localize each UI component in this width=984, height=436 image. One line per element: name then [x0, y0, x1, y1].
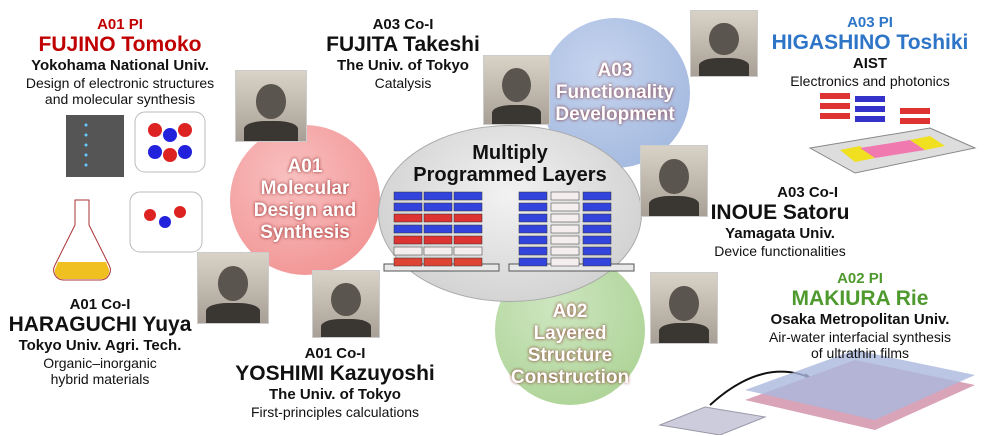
layer-slab — [423, 235, 453, 245]
computer-server-illustration — [66, 111, 206, 177]
makiura-topic: Air-water interfacial synthesis — [768, 328, 952, 345]
layer-slab — [550, 246, 580, 256]
makiura-affiliation: Osaka Metropolitan Univ. — [770, 311, 950, 329]
layer-slab — [582, 246, 612, 256]
fujino-affiliation: Yokohama National Univ. — [31, 57, 209, 75]
fujita-topic: Catalysis — [374, 74, 432, 91]
layer-slab — [582, 202, 612, 212]
layer-slab — [423, 202, 453, 212]
yoshimi-photo — [312, 270, 380, 338]
makiura-role: A02 PI — [837, 270, 883, 287]
a02-label: A02 — [552, 301, 588, 323]
inoue-affiliation: Yamagata Univ. — [725, 225, 835, 243]
layer-slab — [423, 213, 453, 223]
layer-slab — [393, 257, 423, 267]
layer-slab — [582, 213, 612, 223]
layer-slab — [393, 235, 423, 245]
a01-label: A01 — [287, 156, 323, 178]
fujino-name: FUJINO Tomoko — [38, 33, 202, 57]
layer-slab — [393, 202, 423, 212]
layer-slab — [518, 224, 548, 234]
layer-slab — [453, 257, 483, 267]
layer-slab — [582, 257, 612, 267]
layer-slab — [518, 235, 548, 245]
layer-slab — [550, 213, 580, 223]
haraguchi-affiliation: Tokyo Univ. Agri. Tech. — [18, 337, 182, 355]
layer-slab — [550, 191, 580, 201]
fujita-name: FUJITA Takeshi — [326, 33, 480, 57]
layer-slab — [423, 224, 453, 234]
yoshimi-affiliation: The Univ. of Tokyo — [269, 386, 401, 404]
layer-slab — [453, 246, 483, 256]
layer-slab — [550, 257, 580, 267]
inoue-role: A03 Co-I — [777, 184, 838, 201]
haraguchi-photo — [197, 252, 269, 324]
layer-slab — [518, 213, 548, 223]
device-illustration — [808, 93, 977, 174]
layer-slab — [453, 235, 483, 245]
makiura-name: MAKIURA Rie — [791, 287, 929, 311]
layer-stacks-illustration — [383, 191, 635, 272]
haraguchi-role: A01 Co-I — [69, 296, 131, 313]
higashino-topic: Electronics and photonics — [790, 72, 950, 89]
yoshimi-name: YOSHIMI Kazuyoshi — [235, 362, 435, 386]
yoshimi-role: A01 Co-I — [304, 345, 366, 362]
layer-slab — [393, 224, 423, 234]
inoue-topic: Device functionalities — [714, 242, 846, 259]
yoshimi-topic: First-principles calculations — [250, 403, 420, 420]
layer-slab — [423, 191, 453, 201]
layer-slab — [550, 224, 580, 234]
fujita-info: A03 Co-I FUJITA Takeshi The Univ. of Tok… — [300, 16, 506, 91]
orbital-icon — [148, 123, 192, 162]
higashino-info: A03 PI HIGASHINO Toshiki AIST Electronic… — [760, 14, 980, 89]
haraguchi-name: HARAGUCHI Yuya — [8, 313, 192, 337]
layer-slab — [423, 257, 453, 267]
fujino-photo — [235, 70, 307, 142]
haraguchi-info: A01 Co-I HARAGUCHI Yuya Tokyo Univ. Agri… — [0, 296, 200, 387]
layer-slab — [550, 235, 580, 245]
layer-slab — [453, 224, 483, 234]
layer-slab — [393, 191, 423, 201]
higashino-photo — [690, 10, 758, 77]
fujita-affiliation: The Univ. of Tokyo — [337, 57, 469, 75]
layer-slab — [518, 257, 548, 267]
inoue-name: INOUE Satoru — [710, 201, 850, 225]
film-transfer-illustration — [658, 350, 975, 435]
layer-slab — [423, 246, 453, 256]
layer-slab — [453, 213, 483, 223]
layer-slab — [550, 202, 580, 212]
inoue-photo — [640, 145, 708, 217]
layer-slab — [518, 246, 548, 256]
fujita-photo — [483, 55, 550, 125]
layer-slab — [393, 246, 423, 256]
inoue-info: A03 Co-I INOUE Satoru Yamagata Univ. Dev… — [700, 184, 860, 259]
layer-slab — [582, 224, 612, 234]
makiura-photo — [650, 272, 718, 344]
layer-slab — [518, 191, 548, 201]
layer-slab — [582, 235, 612, 245]
layer-slab — [518, 202, 548, 212]
higashino-role: A03 PI — [847, 14, 893, 31]
fujita-role: A03 Co-I — [372, 16, 434, 33]
layer-slab — [453, 202, 483, 212]
higashino-affiliation: AIST — [852, 55, 888, 73]
yoshimi-info: A01 Co-I YOSHIMI Kazuyoshi The Univ. of … — [225, 345, 445, 420]
layer-slab — [393, 213, 423, 223]
layer-slab — [582, 191, 612, 201]
fujino-role: A01 PI — [97, 16, 143, 33]
higashino-name: HIGASHINO Toshiki — [771, 31, 969, 55]
makiura-info: A02 PI MAKIURA Rie Osaka Metropolitan Un… — [740, 270, 980, 361]
a03-label: A03 — [597, 60, 633, 82]
haraguchi-topic: Organic–inorganic — [43, 354, 157, 371]
layer-slab — [453, 191, 483, 201]
fujino-topic: Design of electronic structures — [25, 74, 215, 91]
fujino-info: A01 PI FUJINO Tomoko Yokohama National U… — [0, 16, 240, 107]
flask-illustration — [53, 191, 203, 281]
